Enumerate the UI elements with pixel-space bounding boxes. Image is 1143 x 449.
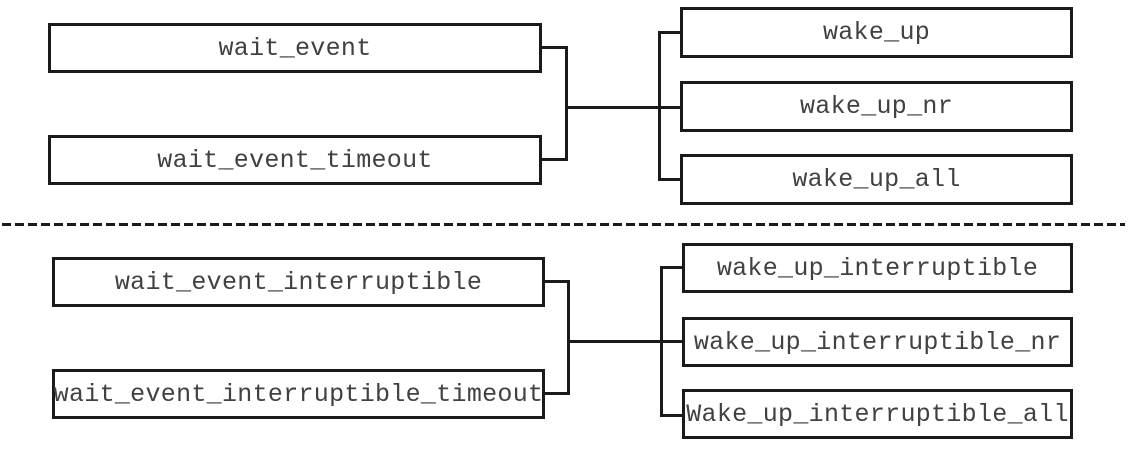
bottom-main-connector-line — [567, 340, 682, 343]
top-main-connector-line — [565, 106, 680, 109]
top-wake-up-stub-line — [658, 31, 680, 34]
section-separator-dashed-line — [2, 223, 1125, 226]
box-wake-up-interruptible-all: Wake_up_interruptible_all — [682, 389, 1073, 439]
box-wake-up: wake_up — [680, 7, 1073, 58]
box-wake-up-interruptible-nr: wake_up_interruptible_nr — [682, 317, 1073, 367]
box-wake-up-all: wake_up_all — [680, 154, 1073, 205]
box-wait-event-interruptible: wait_event_interruptible — [52, 257, 545, 307]
box-wake-up-nr: wake_up_nr — [680, 81, 1073, 132]
top-wake-up-all-stub-line — [658, 178, 680, 181]
bottom-wake-interruptible-all-stub-line — [660, 414, 682, 417]
bottom-wake-interruptible-stub-line — [660, 266, 682, 269]
box-wake-up-interruptible: wake_up_interruptible — [682, 243, 1073, 293]
box-wait-event-interruptible-timeout: wait_event_interruptible_timeout — [52, 369, 545, 419]
bottom-wait-interruptible-stub-line — [545, 280, 567, 283]
bottom-left-vertical-line — [567, 280, 570, 395]
bottom-right-vertical-line — [660, 266, 663, 417]
box-wait-event: wait_event — [48, 23, 542, 73]
top-left-vertical-line — [565, 46, 568, 161]
top-wait-timeout-stub-line — [542, 158, 565, 161]
box-wait-event-timeout: wait_event_timeout — [48, 135, 542, 185]
bottom-wait-interruptible-timeout-stub-line — [545, 392, 567, 395]
top-wait-event-stub-line — [542, 46, 565, 49]
top-right-vertical-line — [658, 31, 661, 181]
